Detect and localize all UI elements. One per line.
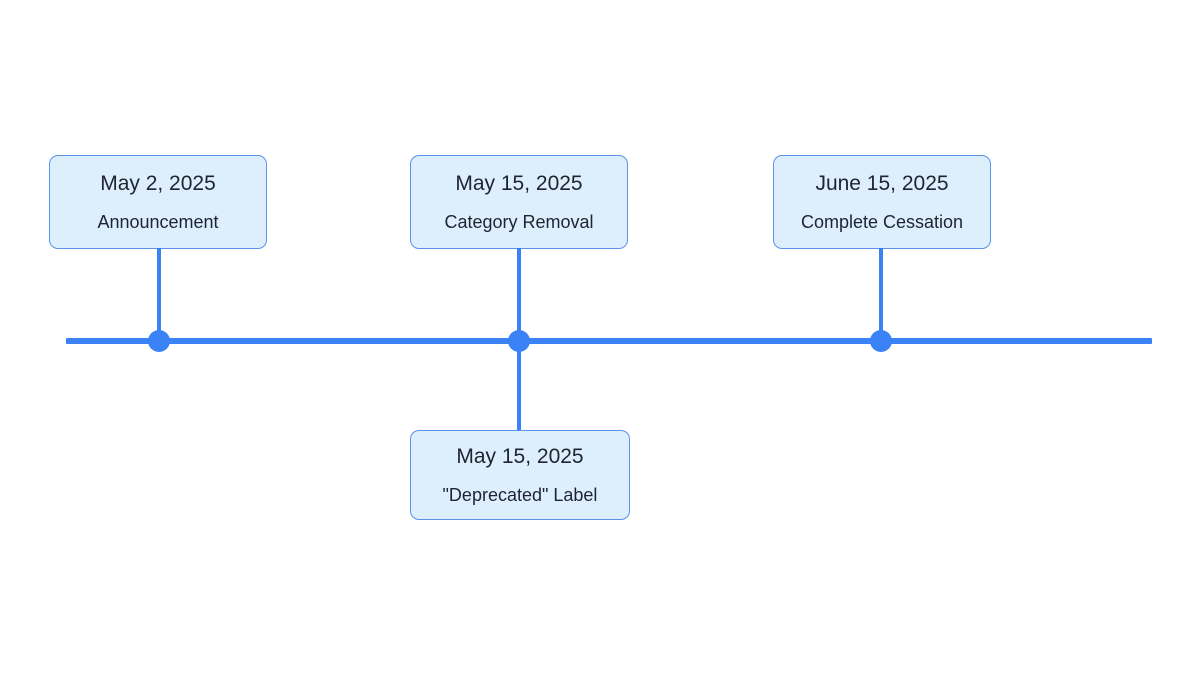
connector-line-category-removal bbox=[517, 248, 521, 336]
event-date: May 15, 2025 bbox=[455, 172, 583, 195]
event-date: June 15, 2025 bbox=[815, 172, 949, 195]
event-label: Category Removal bbox=[444, 212, 594, 232]
event-label: Announcement bbox=[97, 212, 219, 232]
timeline-node-category-removal[interactable] bbox=[508, 330, 530, 352]
event-date: May 2, 2025 bbox=[100, 172, 216, 195]
timeline-event-card-category-removal[interactable]: May 15, 2025 Category Removal bbox=[410, 155, 628, 249]
timeline-event-card-deprecated-label[interactable]: May 15, 2025 "Deprecated" Label bbox=[410, 430, 630, 520]
timeline-event-card-announcement[interactable]: May 2, 2025 Announcement bbox=[49, 155, 267, 249]
timeline-node-announcement[interactable] bbox=[148, 330, 170, 352]
connector-line-deprecated-label bbox=[517, 346, 521, 432]
timeline-node-complete-cessation[interactable] bbox=[870, 330, 892, 352]
event-label: Complete Cessation bbox=[800, 212, 964, 232]
connector-line-complete-cessation bbox=[879, 248, 883, 336]
timeline-event-card-complete-cessation[interactable]: June 15, 2025 Complete Cessation bbox=[773, 155, 991, 249]
event-date: May 15, 2025 bbox=[456, 445, 584, 468]
timeline-axis bbox=[66, 338, 1152, 344]
connector-line-announcement bbox=[157, 248, 161, 336]
event-label: "Deprecated" Label bbox=[442, 485, 598, 505]
